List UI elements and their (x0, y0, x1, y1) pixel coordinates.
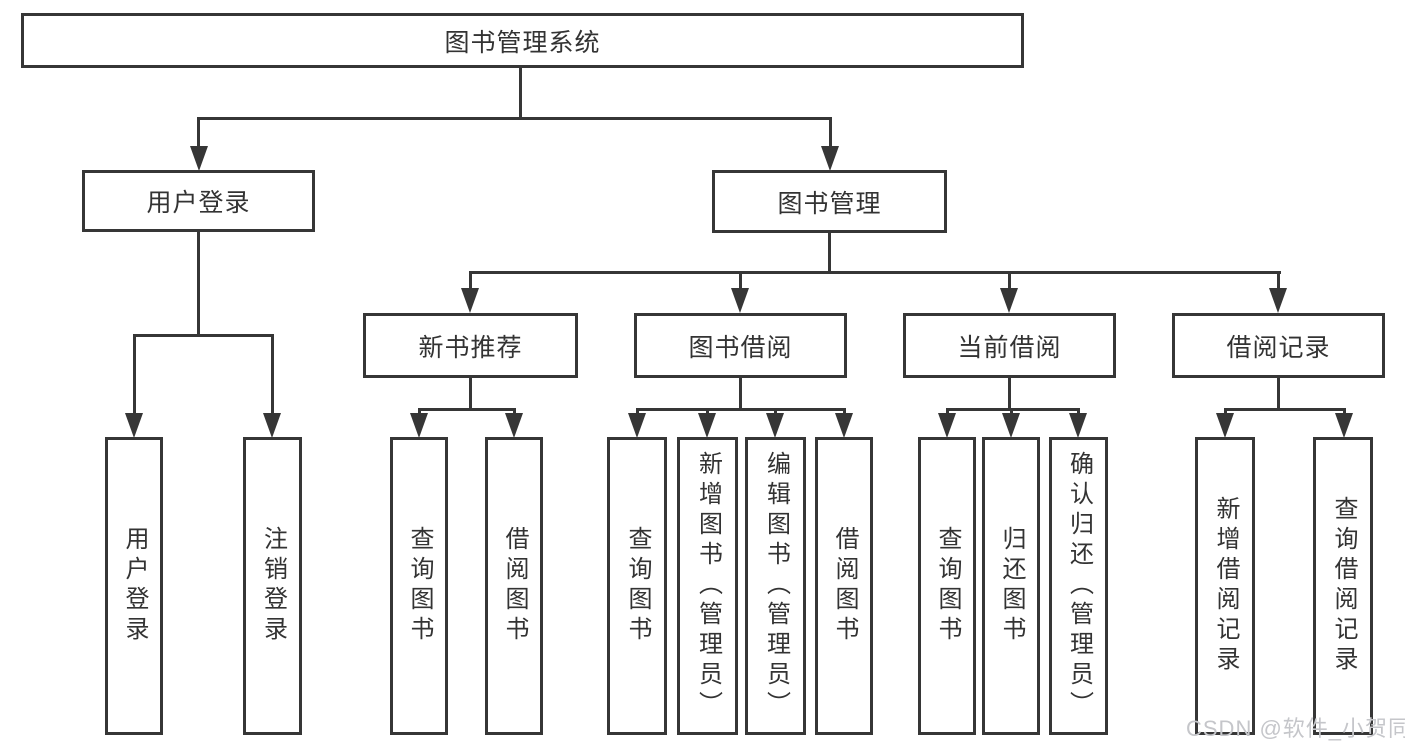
connector-newbooks-stub (469, 376, 472, 410)
arrow-to-nb-query (410, 413, 428, 438)
connector-root-stub (519, 66, 522, 119)
connector-cb-drop-1 (946, 408, 949, 416)
leaf-cb-confirm-return-admin: 确认归还（管理员） (1049, 437, 1108, 735)
watermark: CSDN @软件_小贺同学 (1186, 716, 1405, 741)
node-new-books: 新书推荐 (363, 313, 578, 378)
leaf-bb-edit-books-admin: 编辑图书（管理员） (745, 437, 806, 735)
leaf-cb-query-books: 查询图书 (918, 437, 976, 735)
connector-userlogin-drop-2 (271, 334, 274, 416)
connector-l3-drop-1 (469, 271, 472, 291)
connector-rec-drop-2 (1343, 408, 1346, 416)
arrow-to-cb-query (938, 413, 956, 438)
leaf-rec-query-record: 查询借阅记录 (1313, 437, 1373, 735)
arrow-to-cb-return (1002, 413, 1020, 438)
connector-root-drop-left (197, 117, 200, 149)
arrow-to-bb-query (628, 413, 646, 438)
connector-bookborrow-stub (739, 376, 742, 410)
connector-l3-drop-4 (1277, 271, 1280, 291)
connector-l3-drop-2 (739, 271, 742, 291)
connector-currentborrow-stub (1008, 376, 1011, 410)
connector-userlogin-drop-1 (133, 334, 136, 416)
arrow-to-borrow-records (1269, 288, 1287, 313)
arrow-to-current-borrow (1000, 288, 1018, 313)
arrow-to-book-borrow (731, 288, 749, 313)
connector-nb-drop-1 (418, 408, 421, 416)
connector-root-hline (198, 117, 832, 120)
leaf-logout: 注销登录 (243, 437, 302, 735)
connector-bb-drop-3 (774, 408, 777, 416)
node-root: 图书管理系统 (21, 13, 1024, 68)
arrow-to-rec-add (1216, 413, 1234, 438)
arrow-to-new-books (461, 288, 479, 313)
arrow-to-cb-confirm (1069, 413, 1087, 438)
connector-rec-drop-1 (1224, 408, 1227, 416)
connector-cb-drop-3 (1077, 408, 1080, 416)
node-user-login: 用户登录 (82, 170, 315, 232)
leaf-nb-borrow-books: 借阅图书 (485, 437, 543, 735)
arrow-to-nb-borrow (505, 413, 523, 438)
connector-bookmgmt-hline (469, 271, 1281, 274)
connector-bookborrow-hline (636, 408, 846, 411)
leaf-bb-query-books: 查询图书 (607, 437, 667, 735)
arrow-to-rec-query (1335, 413, 1353, 438)
arrow-to-leaf-logout (263, 413, 281, 438)
connector-bookmgmt-stub (828, 231, 831, 273)
connector-userlogin-hline (133, 334, 274, 337)
connector-currentborrow-hline (946, 408, 1080, 411)
connector-nb-drop-2 (513, 408, 516, 416)
arrow-to-bb-borrow (835, 413, 853, 438)
connector-bb-drop-2 (706, 408, 709, 416)
leaf-bb-borrow-books: 借阅图书 (815, 437, 873, 735)
leaf-bb-add-books-admin: 新增图书（管理员） (677, 437, 738, 735)
connector-userlogin-stub (197, 230, 200, 336)
leaf-nb-query-books: 查询图书 (390, 437, 448, 735)
node-borrow-records: 借阅记录 (1172, 313, 1385, 378)
connector-records-hline (1224, 408, 1345, 411)
node-book-borrow: 图书借阅 (634, 313, 847, 378)
arrow-to-book-mgmt (821, 146, 839, 171)
connector-root-drop-right (829, 117, 832, 149)
leaf-cb-return-books: 归还图书 (982, 437, 1040, 735)
connector-records-stub (1277, 376, 1280, 410)
connector-cb-drop-2 (1010, 408, 1013, 416)
connector-l3-drop-3 (1008, 271, 1011, 291)
leaf-user-login: 用户登录 (105, 437, 163, 735)
connector-bb-drop-4 (843, 408, 846, 416)
node-current-borrow: 当前借阅 (903, 313, 1116, 378)
arrow-to-bb-add (698, 413, 716, 438)
node-book-mgmt: 图书管理 (712, 170, 947, 233)
arrow-to-leaf-user-login (125, 413, 143, 438)
leaf-rec-add-record: 新增借阅记录 (1195, 437, 1255, 735)
connector-bb-drop-1 (636, 408, 639, 416)
arrow-to-user-login (190, 146, 208, 171)
connector-newbooks-hline (418, 408, 516, 411)
arrow-to-bb-edit (766, 413, 784, 438)
